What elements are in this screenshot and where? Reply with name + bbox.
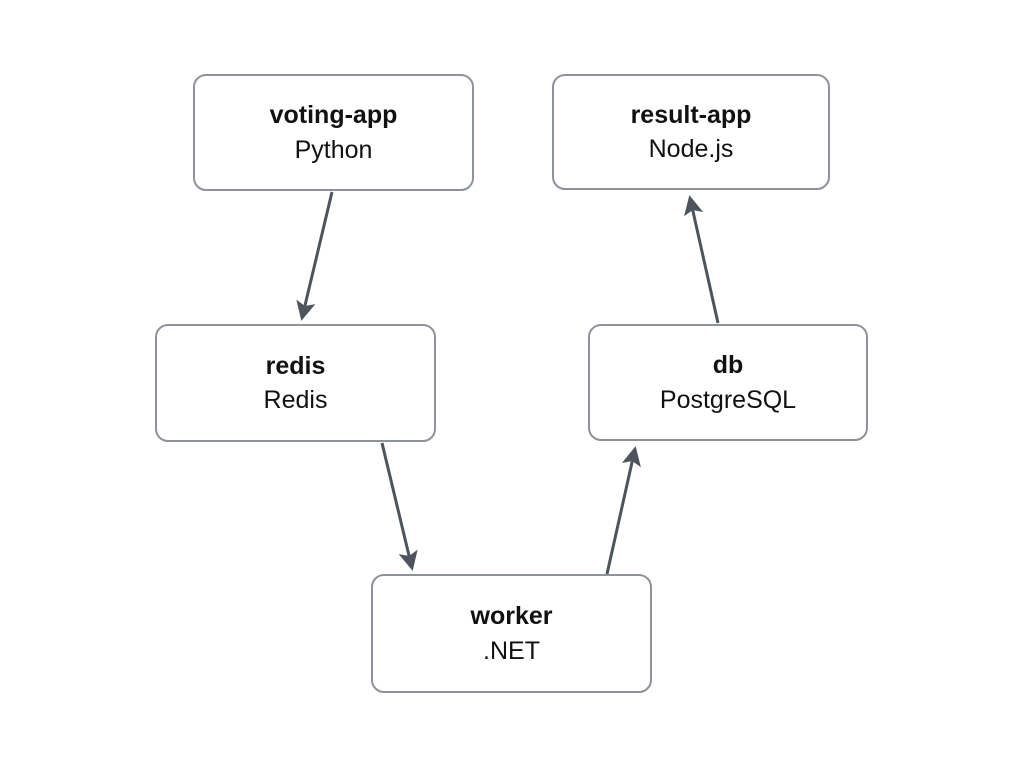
- node-redis-tech: Redis: [263, 386, 328, 414]
- node-result-app-tech: Node.js: [648, 135, 734, 163]
- node-voting-app-name: voting-app: [269, 101, 398, 129]
- node-redis: redis Redis: [155, 324, 436, 442]
- edge-voting-app-to-redis: [296, 191, 334, 321]
- node-db: db PostgreSQL: [588, 324, 868, 441]
- node-db-name: db: [712, 351, 744, 379]
- node-result-app-name: result-app: [630, 100, 752, 129]
- node-voting-app-tech: Python: [294, 135, 373, 164]
- edge-redis-to-worker: [380, 442, 418, 571]
- node-db-tech: PostgreSQL: [659, 385, 797, 414]
- node-worker-name: worker: [470, 602, 553, 630]
- node-worker-tech: .NET: [483, 636, 540, 665]
- node-worker: worker .NET: [371, 574, 652, 693]
- node-voting-app: voting-app Python: [193, 74, 474, 191]
- node-redis-name: redis: [265, 351, 326, 380]
- node-result-app: result-app Node.js: [552, 74, 830, 190]
- edge-db-to-result-app: [684, 195, 720, 324]
- edge-worker-to-db: [605, 446, 641, 575]
